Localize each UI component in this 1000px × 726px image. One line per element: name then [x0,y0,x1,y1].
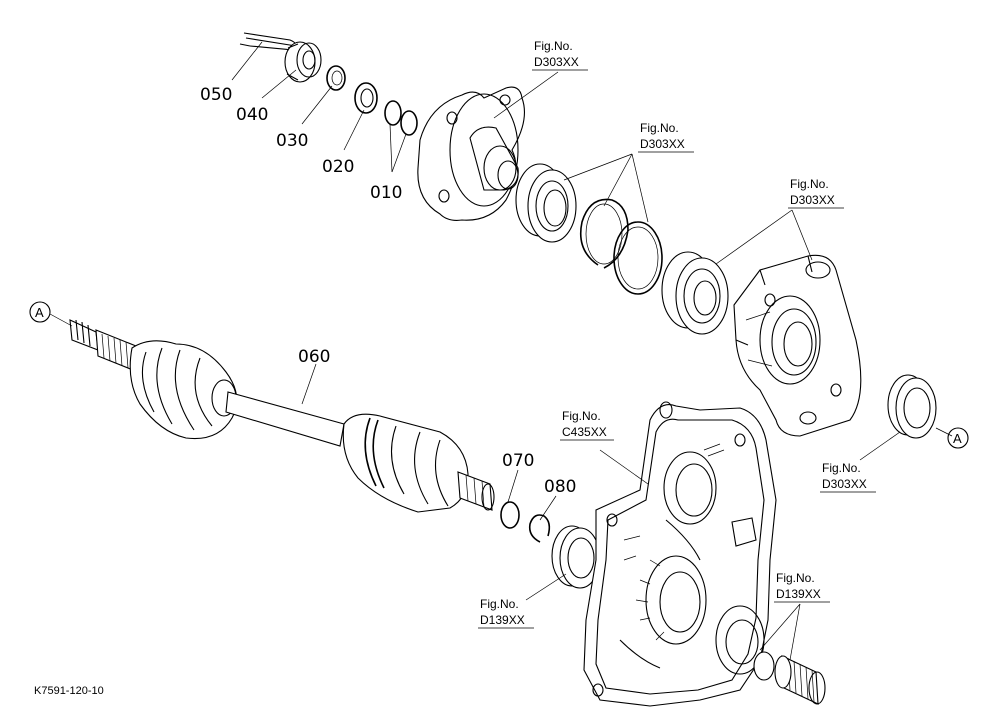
fig-ref-code: D303XX [534,55,579,69]
connector-letter: A [35,305,44,320]
fig-ref-prefix: Fig.No. [480,597,519,611]
hub-flange [417,86,525,221]
label-030: 030 [276,131,308,151]
snap-ring-outer [613,221,663,295]
transmission-case [583,401,777,707]
label-070: 070 [502,451,534,471]
leader-lines [49,41,953,661]
drive-shaft-060 [69,319,495,513]
axle-housing [733,254,862,437]
label-040: 040 [236,105,268,125]
fig-ref-transmission-case: Fig.No. C435XX [560,409,614,441]
fig-ref-inner-seal: Fig.No. D139XX [478,597,534,629]
fig-ref-hub-flange: Fig.No. D303XX [532,39,588,71]
o-ring-070 [500,501,520,529]
fig-ref-code: C435XX [562,425,607,439]
fig-ref-axle-housing: Fig.No. D303XX [788,177,844,209]
fig-ref-housing-seal: Fig.No. D303XX [820,461,876,493]
connector-ref-right: A [947,427,969,449]
housing-oil-seal [887,374,937,439]
lock-washer-030 [326,65,346,91]
case-needle-bearing [753,651,826,705]
circlip-080 [528,514,551,543]
fig-ref-code: D139XX [480,613,525,627]
connector-ref-left: A [29,301,51,323]
snap-ring-inner [579,198,629,269]
fig-ref-prefix: Fig.No. [822,461,861,475]
fig-ref-code: D303XX [790,193,835,207]
label-050: 050 [200,85,232,105]
fig-ref-code: D303XX [640,137,685,151]
fig-ref-prefix: Fig.No. [534,39,573,53]
part-number-labels: 050 040 030 020 010 060 070 080 [200,85,576,497]
fig-ref-case-bearing: Fig.No. D139XX [774,571,830,603]
o-rings-010 [384,100,418,136]
hub-bearing [515,163,577,243]
housing-bearing [661,251,729,335]
inner-oil-seal [551,525,601,589]
castle-nut-040 [284,41,322,83]
drawing-code: K7591-120-10 [34,685,104,697]
label-080: 080 [544,477,576,497]
fig-ref-prefix: Fig.No. [562,409,601,423]
fig-ref-bearing-snaprings: Fig.No. D303XX [638,121,694,153]
label-060: 060 [298,347,330,367]
label-010: 010 [370,183,402,203]
fig-ref-code: D303XX [822,477,867,491]
label-020: 020 [322,157,354,177]
fig-ref-prefix: Fig.No. [640,121,679,135]
cotter-pin-050 [239,32,297,51]
fig-ref-prefix: Fig.No. [776,571,815,585]
connector-letter: A [953,431,962,446]
fig-ref-prefix: Fig.No. [790,177,829,191]
fig-ref-code: D139XX [776,587,821,601]
flat-washer-020 [354,82,378,114]
